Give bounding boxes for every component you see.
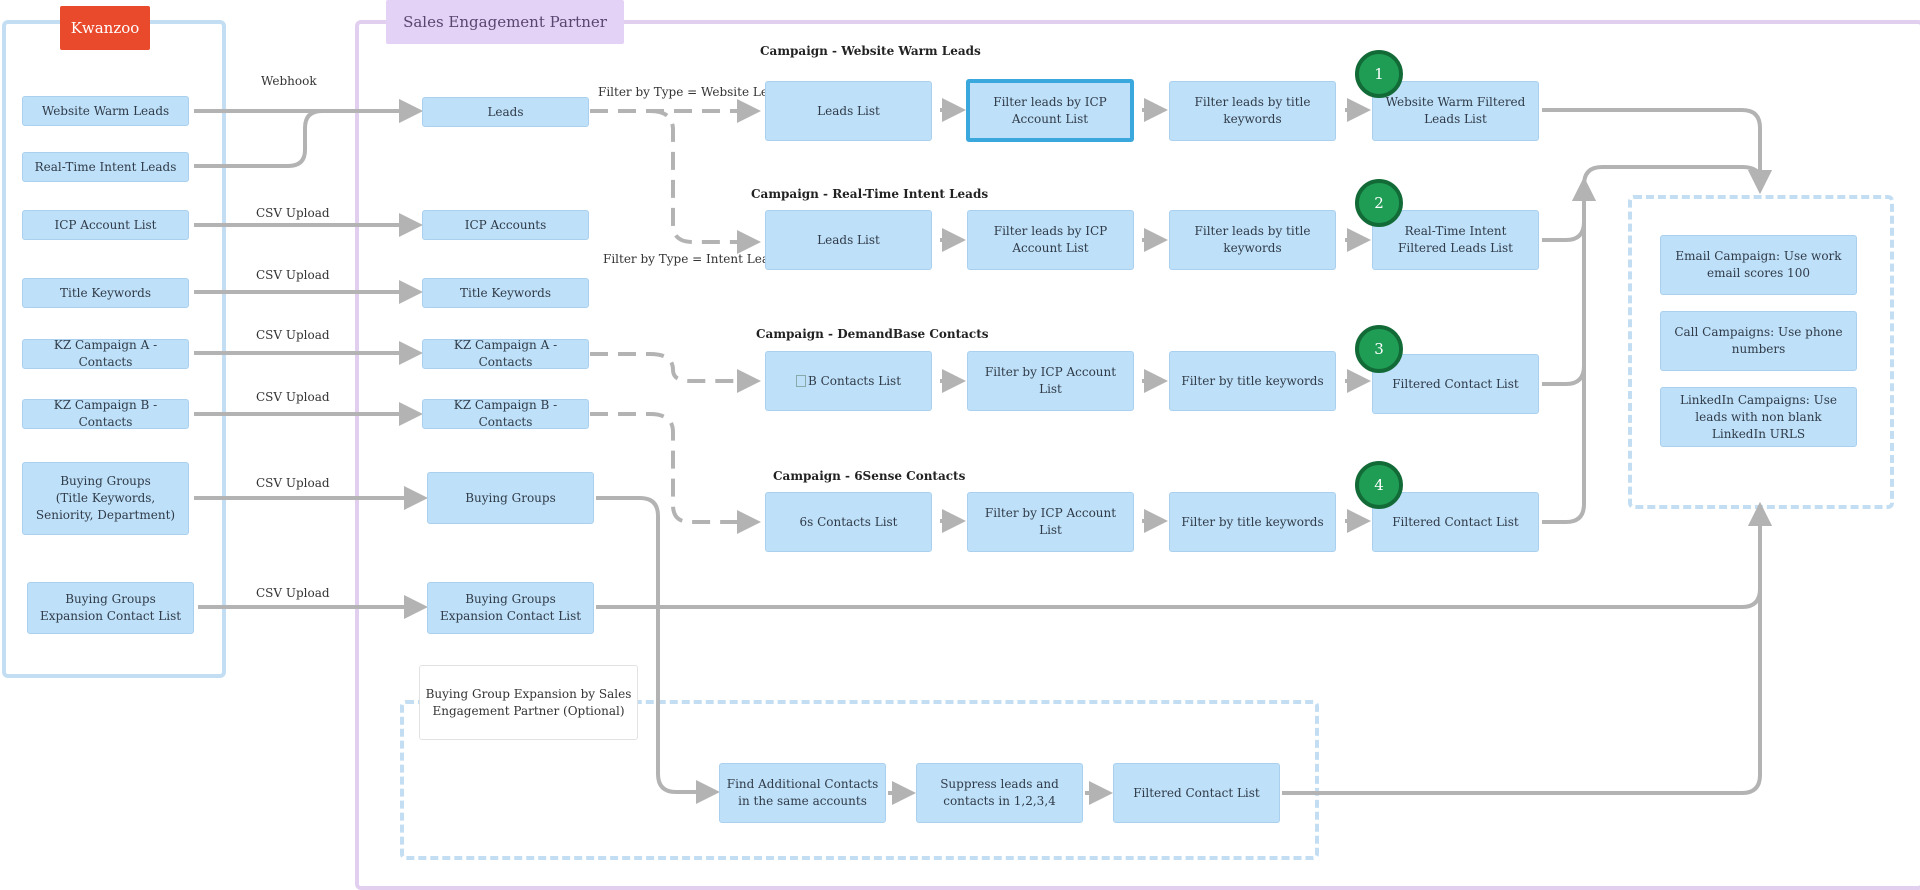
campaign-1-filter-icp[interactable]: Filter leads by ICP Account List	[966, 79, 1134, 142]
campaign-1-output[interactable]: Website Warm Filtered Leads List	[1372, 81, 1539, 141]
csv-upload-label: CSV Upload	[256, 268, 330, 282]
campaign-title: Campaign - DemandBase Contacts	[756, 327, 989, 341]
sales-engagement-partner-tag: Sales Engagement Partner	[386, 0, 624, 44]
sep-buying-groups-expansion[interactable]: Buying Groups Expansion Contact List	[427, 582, 594, 634]
campaign-1-filter-title[interactable]: Filter leads by title keywords	[1169, 81, 1336, 141]
csv-upload-label: CSV Upload	[256, 476, 330, 490]
kz-icp-account-list[interactable]: ICP Account List	[22, 210, 189, 240]
campaign-4-filter-title[interactable]: Filter by title keywords	[1169, 492, 1336, 552]
kz-title-keywords[interactable]: Title Keywords	[22, 278, 189, 308]
csv-upload-label: CSV Upload	[256, 390, 330, 404]
campaign-2-filter-title[interactable]: Filter leads by title keywords	[1169, 210, 1336, 270]
csv-upload-label: CSV Upload	[256, 328, 330, 342]
campaign-3-contacts-list-label: B Contacts List	[807, 373, 902, 388]
campaign-title: Campaign - 6Sense Contacts	[773, 469, 966, 483]
filter-website-lead-label: Filter by Type = Website Lead	[598, 85, 783, 99]
expansion-suppress[interactable]: Suppress leads and contacts in 1,2,3,4	[916, 763, 1083, 823]
kz-campaign-b-contacts[interactable]: KZ Campaign B - Contacts	[22, 398, 189, 429]
campaign-title: Campaign - Website Warm Leads	[760, 44, 981, 58]
campaign-title: Campaign - Real-Time Intent Leads	[751, 187, 989, 201]
broken-image-icon	[795, 375, 806, 387]
campaign-2-filter-icp[interactable]: Filter leads by ICP Account List	[967, 210, 1134, 270]
kz-buying-groups[interactable]: Buying Groups (Title Keywords, Seniority…	[22, 462, 189, 535]
campaign-number-badge: 3	[1355, 325, 1403, 373]
sep-icp-accounts[interactable]: ICP Accounts	[422, 210, 589, 240]
expansion-label: Buying Group Expansion by Sales Engageme…	[419, 665, 638, 740]
kz-buying-groups-expansion[interactable]: Buying Groups Expansion Contact List	[27, 582, 194, 634]
sep-leads[interactable]: Leads	[422, 97, 589, 127]
kz-website-warm-leads[interactable]: Website Warm Leads	[22, 96, 189, 126]
campaign-number-badge: 2	[1355, 179, 1403, 227]
expansion-zone	[400, 700, 1319, 860]
campaign-2-output[interactable]: Real-Time Intent Filtered Leads List	[1372, 210, 1539, 270]
kz-campaign-a-contacts[interactable]: KZ Campaign A - Contacts	[22, 338, 189, 369]
kz-real-time-intent-leads[interactable]: Real-Time Intent Leads	[22, 152, 189, 182]
kwanzoo-tag: Kwanzoo	[60, 6, 150, 50]
sep-kz-campaign-b[interactable]: KZ Campaign B - Contacts	[422, 398, 589, 429]
campaign-number-badge: 1	[1355, 50, 1403, 98]
campaign-3-output[interactable]: Filtered Contact List	[1372, 354, 1539, 414]
campaign-3-filter-title[interactable]: Filter by title keywords	[1169, 351, 1336, 411]
sep-title-keywords[interactable]: Title Keywords	[422, 278, 589, 308]
csv-upload-label: CSV Upload	[256, 206, 330, 220]
output-call-campaigns[interactable]: Call Campaigns: Use phone numbers	[1660, 311, 1857, 371]
campaign-2-leads-list[interactable]: Leads List	[765, 210, 932, 270]
campaign-4-contacts-list[interactable]: 6s Contacts List	[765, 492, 932, 552]
csv-upload-label: CSV Upload	[256, 586, 330, 600]
expansion-output[interactable]: Filtered Contact List	[1113, 763, 1280, 823]
campaign-3-filter-icp[interactable]: Filter by ICP Account List	[967, 351, 1134, 411]
sep-buying-groups[interactable]: Buying Groups	[427, 472, 594, 524]
filter-intent-lead-label: Filter by Type = Intent Lead	[603, 252, 777, 266]
output-email-campaign[interactable]: Email Campaign: Use work email scores 10…	[1660, 235, 1857, 295]
campaign-4-filter-icp[interactable]: Filter by ICP Account List	[967, 492, 1134, 552]
webhook-label: Webhook	[261, 74, 317, 88]
expansion-find-contacts[interactable]: Find Additional Contacts in the same acc…	[719, 763, 886, 823]
sep-kz-campaign-a[interactable]: KZ Campaign A - Contacts	[422, 338, 589, 369]
campaign-4-output[interactable]: Filtered Contact List	[1372, 492, 1539, 552]
campaign-3-contacts-list[interactable]: B Contacts List	[765, 351, 932, 411]
output-linkedin-campaigns[interactable]: LinkedIn Campaigns: Use leads with non b…	[1660, 387, 1857, 447]
campaign-number-badge: 4	[1355, 461, 1403, 509]
campaign-1-leads-list[interactable]: Leads List	[765, 81, 932, 141]
